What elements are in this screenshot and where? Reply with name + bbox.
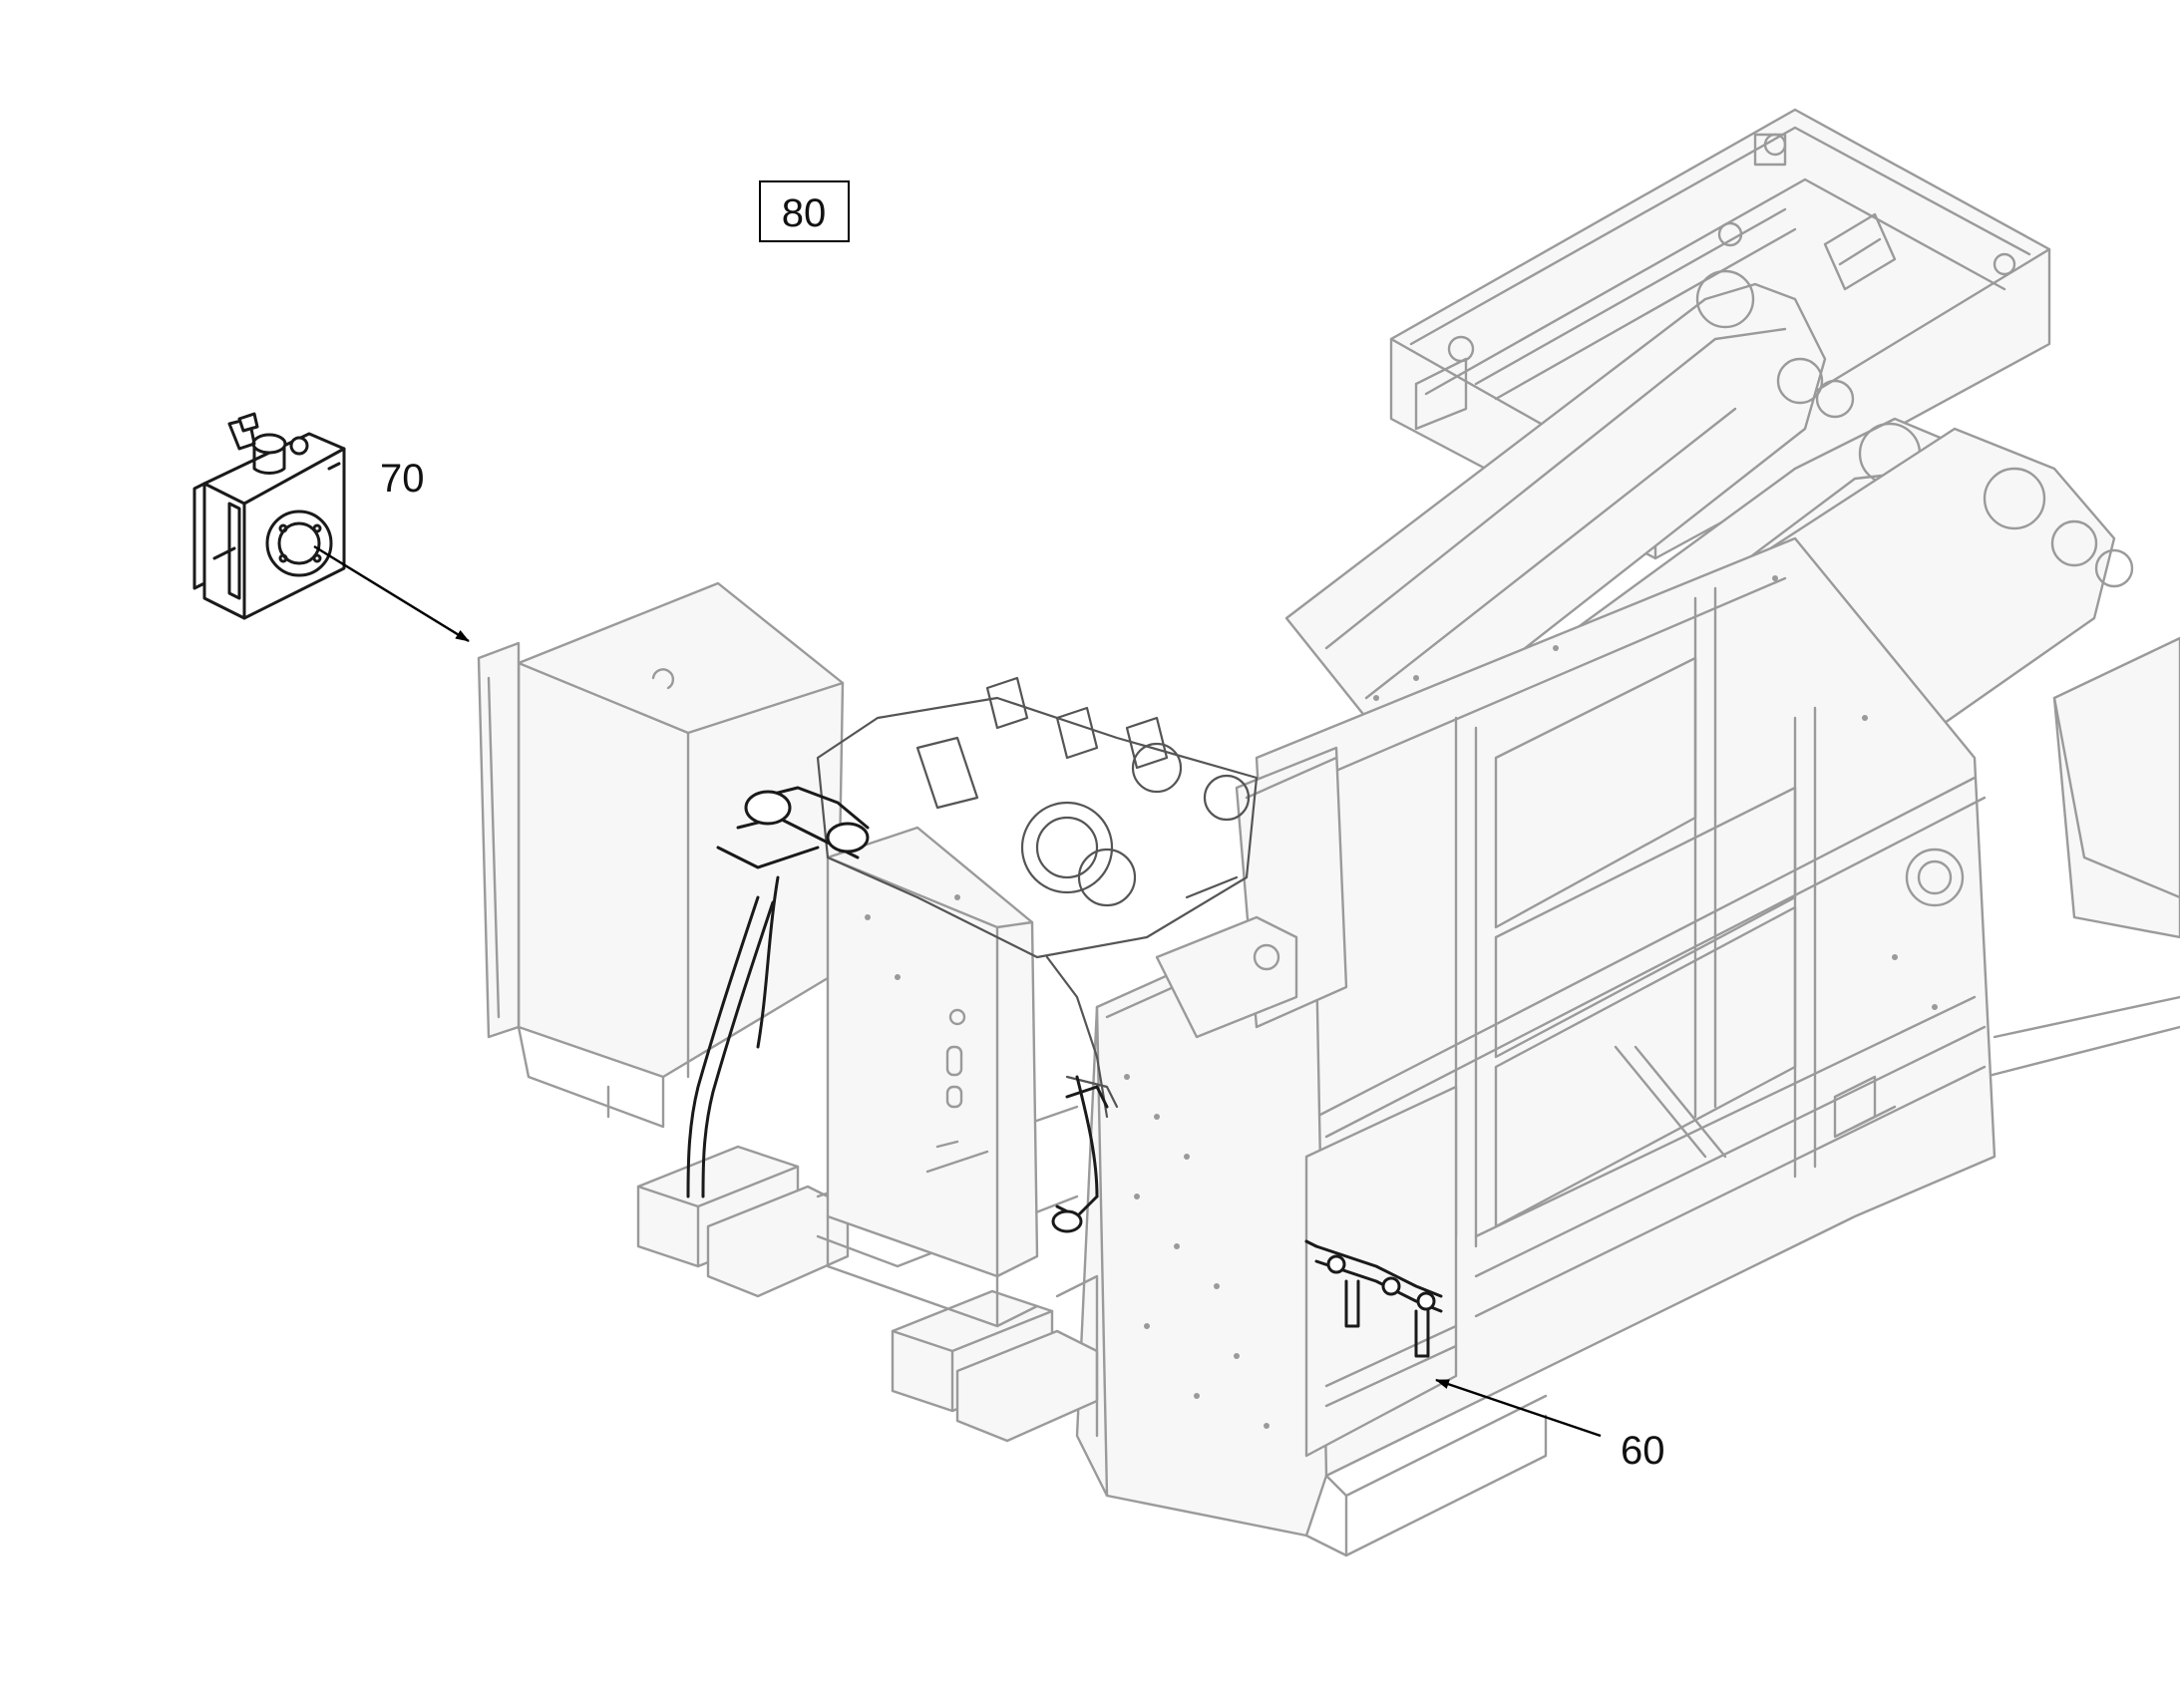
center-column xyxy=(1155,746,1348,1039)
callout-80-label: 80 xyxy=(782,191,827,235)
leader-lines xyxy=(313,544,1602,1438)
engine-assembly xyxy=(816,676,1259,1119)
machine-frame xyxy=(477,108,2180,1557)
hose-lines xyxy=(1051,1075,1109,1233)
fuel-line-assembly-60[interactable] xyxy=(1304,1239,1443,1358)
fastener-dots xyxy=(865,575,1938,1429)
callout-80-box: 80 xyxy=(759,180,850,242)
exhaust-pipe-assembly[interactable] xyxy=(686,786,870,1198)
callout-70-label: 70 xyxy=(380,457,425,501)
left-housing-box xyxy=(477,581,845,1129)
leader-60 xyxy=(1435,1378,1602,1438)
control-housing xyxy=(826,826,1039,1328)
callout-60-label: 60 xyxy=(1621,1429,1665,1473)
part-70-filter-assembly[interactable] xyxy=(192,412,346,620)
leader-70 xyxy=(313,544,470,643)
step-blocks xyxy=(636,1105,1099,1443)
